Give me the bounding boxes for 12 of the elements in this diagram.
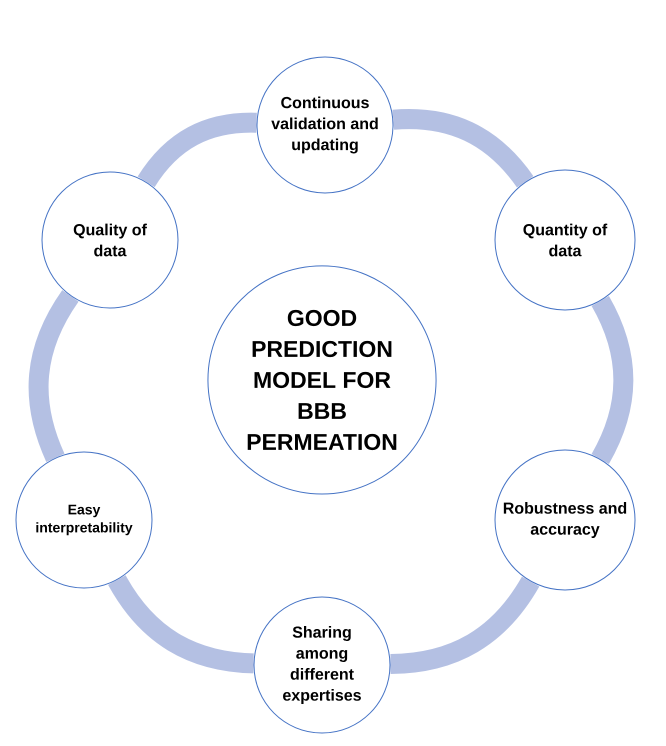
circle-node: Quality of data bbox=[42, 172, 178, 308]
ring-segment bbox=[591, 296, 634, 464]
circle-node: GOOD PREDICTION MODEL FOR BBB PERMEATION bbox=[207, 265, 437, 495]
circle-node: Robustness and accuracy bbox=[494, 450, 636, 590]
ring-segment bbox=[108, 575, 254, 674]
ring-segment bbox=[390, 576, 540, 674]
circle-node: Easy interpretability bbox=[16, 452, 152, 588]
ring-segment bbox=[392, 109, 534, 188]
circle-node: Quantity of data bbox=[494, 170, 636, 310]
ring-segment bbox=[28, 290, 79, 462]
circle-node: Continuous validation and updating bbox=[256, 56, 394, 194]
circle-node: Sharing among different expertises bbox=[254, 596, 390, 734]
